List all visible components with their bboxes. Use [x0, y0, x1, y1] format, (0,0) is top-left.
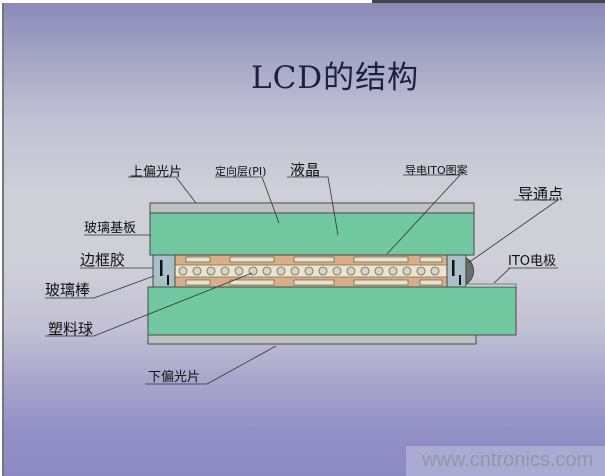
bottom-glass-substrate	[147, 286, 517, 336]
conductive-dot	[465, 257, 474, 285]
left-sealant	[152, 254, 176, 288]
ito-pattern-bottom	[185, 279, 443, 286]
label-glass-substrate: 玻璃基板	[84, 221, 137, 236]
label-alignment-layer: 定向层(PI)	[215, 165, 267, 178]
label-ito-electrode: ITO电极	[508, 254, 557, 269]
label-sealant: 边框胶	[80, 251, 126, 269]
top-polarizer-layer	[149, 202, 475, 214]
top-glass-substrate	[149, 212, 475, 256]
watermark-text: www.cntronics.com	[422, 449, 594, 471]
label-glass-rod: 玻璃棒	[45, 281, 91, 299]
leader-lines	[45, 174, 560, 385]
label-ito-pattern: 导电ITO图案	[405, 164, 468, 177]
bottom-polarizer-layer	[147, 334, 477, 345]
watermark-box: www.cntronics.com	[406, 446, 605, 476]
ito-electrode-strip	[465, 283, 517, 288]
label-liquid-crystal: 液晶	[290, 161, 321, 179]
ito-pattern-top	[185, 256, 443, 263]
label-conductive-dot: 导通点	[518, 185, 564, 203]
right-sealant	[446, 254, 467, 288]
top-edge-bar	[372, 0, 605, 3]
label-bottom-polarizer: 下偏光片	[148, 370, 201, 385]
label-plastic-ball: 塑料球	[48, 320, 94, 338]
label-top-polarizer: 上偏光片	[130, 165, 183, 180]
left-glass-rod	[160, 260, 163, 276]
diagram-title: LCD的结构	[251, 60, 420, 96]
plastic-spacer-balls	[178, 266, 440, 276]
